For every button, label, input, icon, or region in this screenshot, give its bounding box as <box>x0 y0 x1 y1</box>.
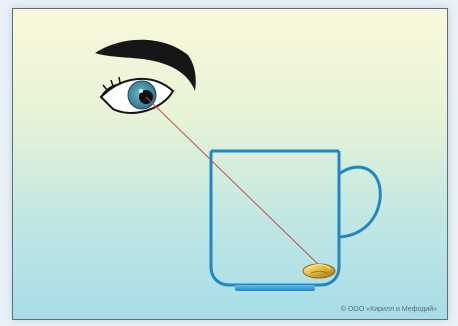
copyright-text: © ООО «Кирилл и Мефодий» <box>341 306 437 313</box>
coin-icon <box>303 264 335 278</box>
mug-illustration <box>211 151 380 291</box>
illustration-panel: © ООО «Кирилл и Мефодий» <box>12 8 448 320</box>
eye-icon <box>95 40 196 113</box>
sight-line <box>146 97 321 267</box>
refraction-illustration <box>13 9 447 319</box>
